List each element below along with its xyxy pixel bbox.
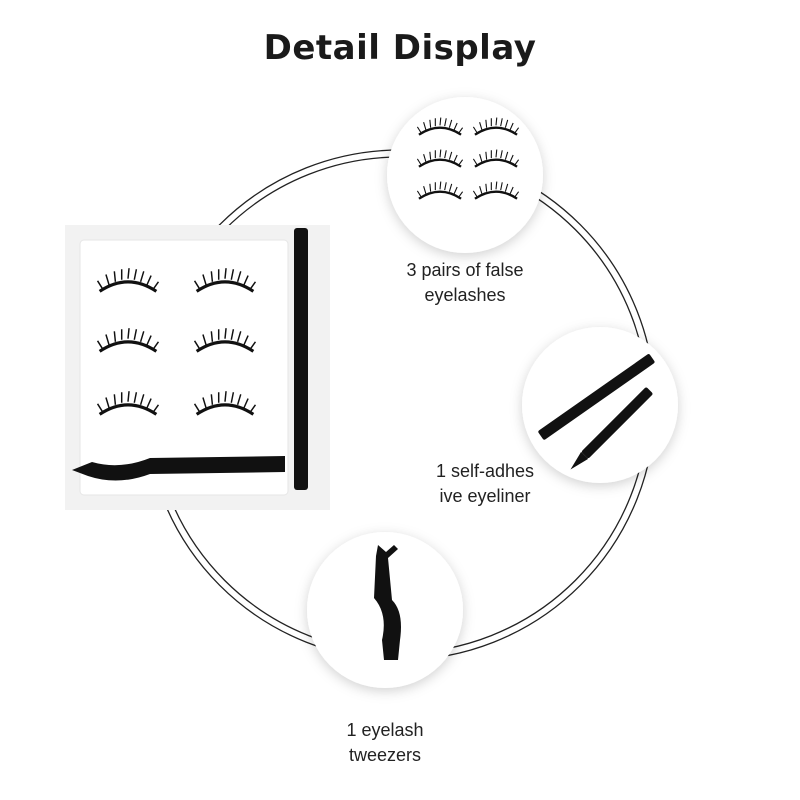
eyeliner-pen-icon	[522, 327, 678, 483]
caption-line: 3 pairs of false	[406, 260, 524, 280]
tweezers-icon	[307, 532, 463, 688]
caption-line: ive eyeliner	[439, 486, 531, 506]
eyelash-kit-tray	[65, 225, 330, 510]
page-title: Detail Display	[263, 28, 537, 68]
caption-false-eyelashes: 3 pairs of false eyelashes	[380, 258, 550, 308]
tray-tweezers	[72, 456, 285, 481]
tray-eyeliner	[294, 228, 308, 490]
caption-line: 1 eyelash	[346, 720, 424, 740]
caption-line: 1 self-adhes	[435, 461, 535, 481]
caption-line: tweezers	[348, 745, 422, 765]
caption-eyeliner: 1 self-adhes ive eyeliner	[410, 459, 560, 509]
caption-line: eyelashes	[424, 285, 506, 305]
caption-tweezers: 1 eyelash tweezers	[310, 718, 460, 768]
false-eyelashes-icon	[387, 97, 543, 253]
